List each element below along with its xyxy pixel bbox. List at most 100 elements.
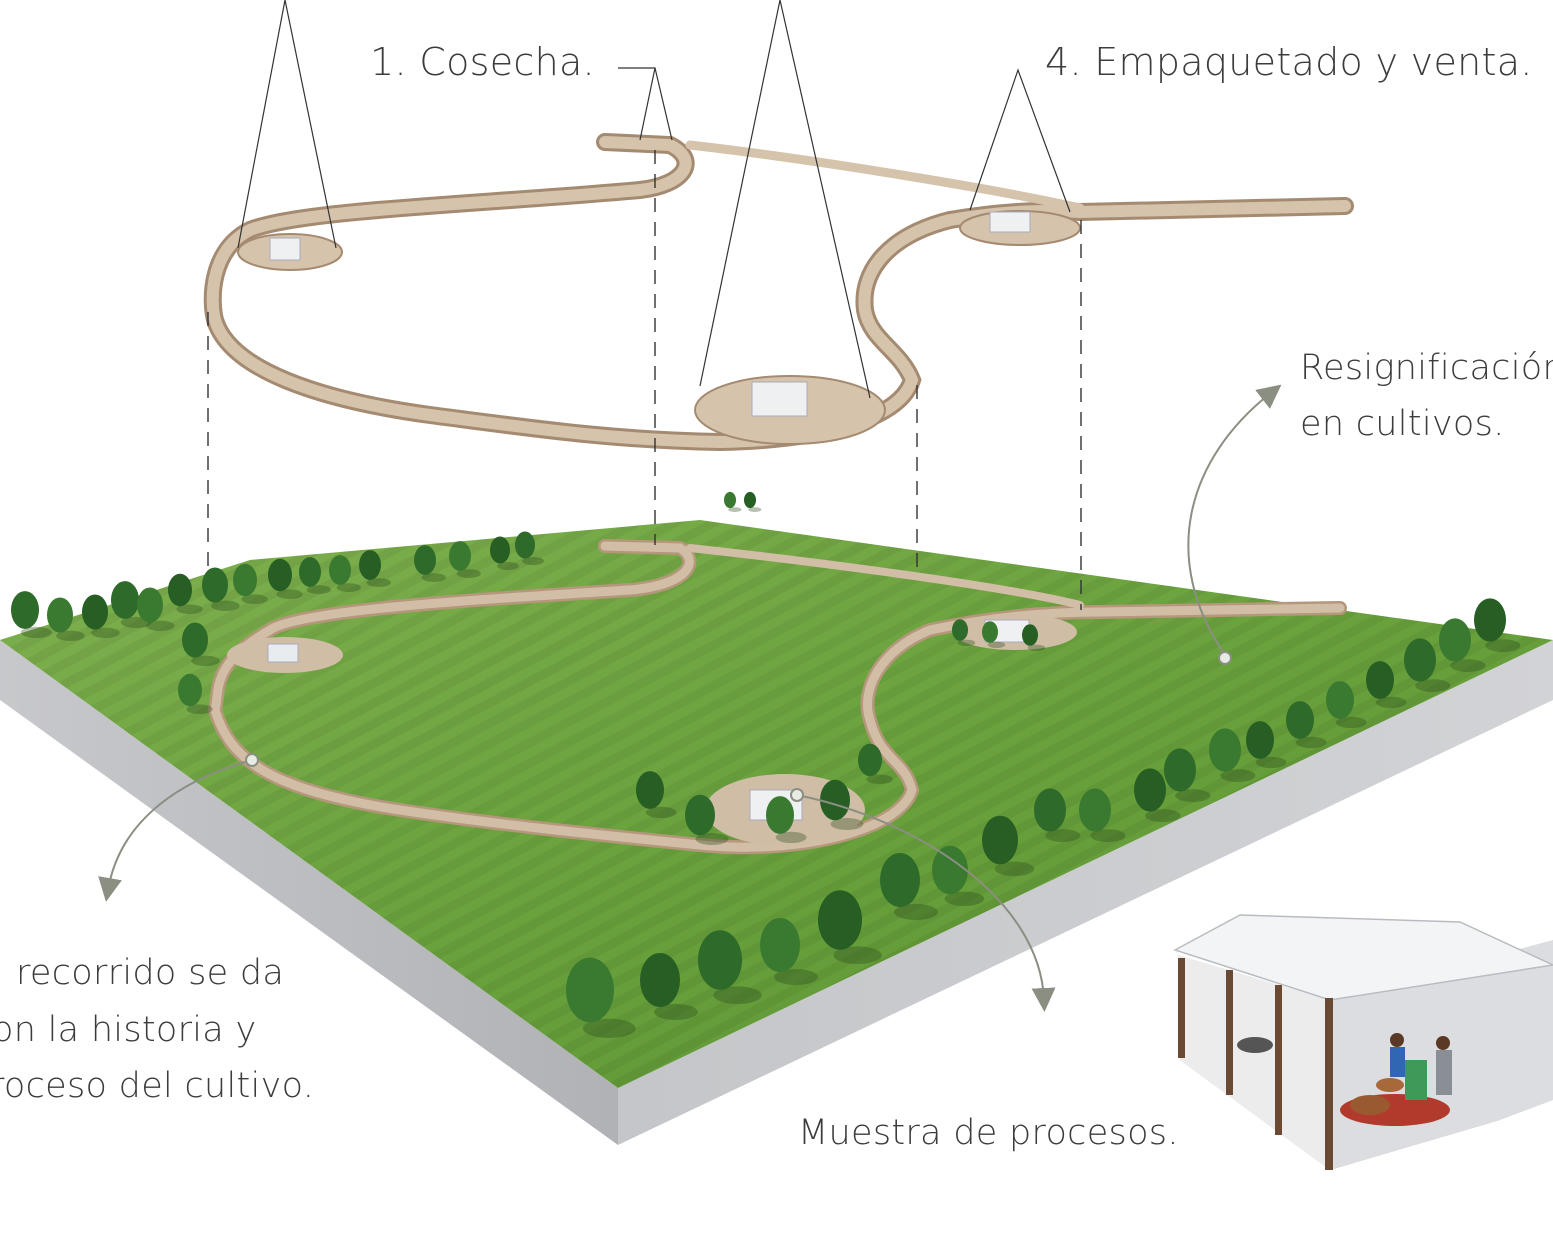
tree-shadow — [582, 1018, 636, 1038]
tree-shadow — [866, 774, 893, 784]
tree — [952, 619, 968, 641]
projection-lines — [207, 150, 1082, 610]
tree-shadow — [211, 600, 240, 611]
tree — [168, 573, 192, 607]
tree — [698, 930, 742, 990]
tree — [359, 550, 381, 580]
tree-shadow — [186, 704, 213, 714]
tree-shadow — [1175, 789, 1211, 802]
tree-shadow — [1415, 679, 1451, 692]
shed-worker-2-head — [1436, 1036, 1450, 1050]
tree-shadow — [695, 833, 729, 845]
tree-shadow — [830, 818, 864, 830]
tree — [268, 558, 292, 592]
tree — [414, 545, 436, 575]
label-resignificacion-2: en cultivos. — [1300, 404, 1505, 444]
tree-shadow — [775, 831, 807, 844]
marker-dot-1 — [1218, 651, 1232, 665]
shed-worker-2-body — [1436, 1050, 1452, 1095]
tree-shadow — [336, 583, 361, 592]
tree-shadow — [1220, 769, 1256, 782]
tree — [1134, 768, 1166, 812]
shed-worker-1-body — [1390, 1047, 1405, 1077]
shed-post-3 — [1275, 985, 1282, 1135]
tree-shadow — [833, 946, 882, 964]
tree — [982, 621, 998, 643]
arrow-muestra — [796, 794, 1056, 1012]
tree — [1246, 721, 1274, 759]
tree-shadow — [421, 573, 446, 582]
tree-shadow — [957, 639, 976, 646]
shed-render — [1173, 914, 1553, 1170]
tree-shadow — [176, 604, 203, 614]
tree-shadow — [1027, 644, 1046, 651]
tree — [490, 536, 510, 564]
tree — [1079, 788, 1111, 832]
ground-path — [207, 539, 1347, 855]
shed-roof — [1173, 914, 1553, 1001]
tree — [233, 563, 257, 597]
tree — [566, 957, 614, 1023]
tree — [766, 796, 794, 834]
tree-shadow — [728, 507, 742, 512]
shed-post-1 — [1178, 958, 1185, 1058]
arrow-resignificacion — [1187, 384, 1282, 656]
arrow-recorrido — [98, 759, 253, 902]
tree-shadow — [1375, 696, 1407, 709]
label-muestra: Muestra de procesos. — [798, 1113, 1179, 1153]
ground-hut-1 — [267, 643, 299, 663]
annotation-arrows — [98, 384, 1282, 1012]
label-recorrido-3: roceso del cultivo. — [0, 1066, 315, 1106]
tree — [858, 743, 882, 777]
tree — [111, 581, 139, 619]
floating-hut-3 — [989, 211, 1031, 233]
tree — [11, 591, 39, 629]
tree — [1286, 701, 1314, 739]
tree-shadow — [1145, 809, 1181, 822]
tree-shadow — [1450, 659, 1486, 672]
shed-worker-1-head — [1390, 1033, 1404, 1047]
tree-group — [11, 221, 1521, 1038]
tree — [820, 779, 850, 821]
tree — [1022, 624, 1038, 646]
leader-lines — [237, 0, 1071, 399]
tree-shadow — [1335, 716, 1367, 729]
tree — [1404, 638, 1436, 682]
tree-shadow — [366, 578, 391, 587]
shed-post-4 — [1325, 998, 1333, 1170]
shed-basket-1 — [1350, 1095, 1390, 1115]
tree — [744, 491, 756, 509]
tree-shadow — [1485, 639, 1521, 652]
tree-shadow — [146, 620, 175, 631]
shed-post-2 — [1226, 970, 1233, 1095]
tree-shadow — [276, 589, 303, 599]
tree-shadow — [987, 641, 1006, 648]
tree-shadow — [748, 507, 762, 512]
tree-shadow — [56, 630, 85, 641]
tree — [1326, 681, 1354, 719]
floating-hut-2 — [751, 381, 808, 417]
label-recorrido-2: on la historia y — [0, 1010, 257, 1050]
tree-shadow — [994, 861, 1035, 876]
tree — [760, 918, 800, 972]
tree — [137, 587, 163, 623]
tree — [1164, 748, 1196, 792]
tree — [82, 594, 108, 630]
tree-shadow — [191, 655, 220, 666]
tree-shadow — [944, 891, 985, 906]
tree — [182, 622, 208, 658]
tree — [299, 557, 321, 587]
marker-dot-2 — [245, 753, 259, 767]
recorrido-text-1: recorrido se da — [16, 953, 285, 993]
marker-dot-3 — [790, 788, 804, 802]
terrain-side-left — [0, 640, 618, 1145]
label-recorrido-1: recorrido se da — [0, 945, 284, 1001]
tree — [685, 794, 715, 836]
tree — [1034, 788, 1066, 832]
tree-shadow — [1090, 829, 1126, 842]
shed-machine — [1405, 1060, 1427, 1100]
floating-hut-1 — [269, 237, 301, 261]
floating-path — [203, 133, 1354, 452]
terrain-side-right — [618, 640, 1553, 1145]
tree-shadow — [645, 806, 677, 819]
